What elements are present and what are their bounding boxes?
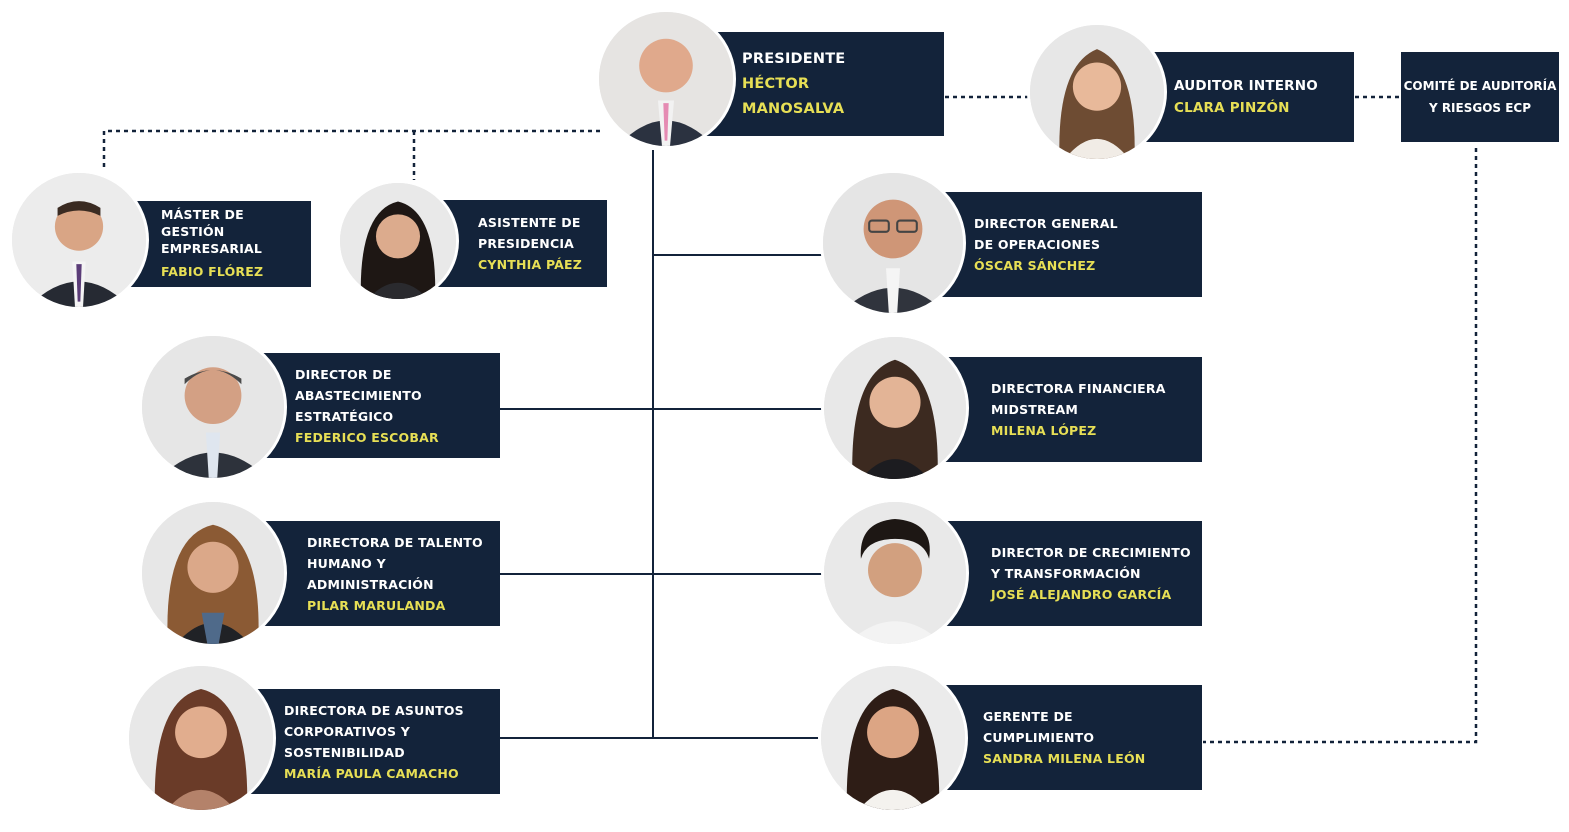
assistant-box: ASISTENTE DE PRESIDENCIA CYNTHIA PÁEZ	[436, 200, 607, 287]
compliance-photo	[818, 663, 968, 813]
corporate-name: MARÍA PAULA CAMACHO	[284, 765, 459, 781]
compliance-role: GERENTE DE CUMPLIMIENTO	[983, 709, 1095, 745]
auditor-role: AUDITOR INTERNO	[1174, 78, 1318, 94]
corporate-photo	[126, 663, 276, 813]
corporate-box: DIRECTORA DE ASUNTOS CORPORATIVOS Y SOST…	[240, 689, 500, 794]
president-photo	[596, 9, 736, 149]
finance-photo	[821, 334, 969, 482]
corporate-role: DIRECTORA DE ASUNTOS CORPORATIVOS Y SOST…	[284, 702, 464, 760]
supply-photo	[139, 333, 287, 481]
talent-role: DIRECTORA DE TALENTO HUMANO Y ADMINISTRA…	[307, 534, 483, 592]
master-box: MÁSTER DE GESTIÓN EMPRESARIAL FABIO FLÓR…	[118, 201, 311, 287]
growth-box: DIRECTOR DE CRECIMIENTO Y TRANSFORMACIÓN…	[944, 521, 1202, 626]
president-role: PRESIDENTE	[742, 50, 846, 67]
master-name: FABIO FLÓREZ	[161, 264, 264, 279]
supply-role: DIRECTOR DE ABASTECIMIENTO ESTRATÉGICO	[295, 366, 422, 424]
president-name: HÉCTOR MANOSALVA	[742, 75, 845, 117]
president-box: PRESIDENTE HÉCTOR MANOSALVA	[700, 32, 944, 136]
auditor-photo	[1027, 22, 1167, 162]
master-role: MÁSTER DE GESTIÓN EMPRESARIAL	[161, 207, 263, 256]
compliance-box: GERENTE DE CUMPLIMIENTO SANDRA MILENA LE…	[938, 685, 1202, 790]
auditor-box: AUDITOR INTERNO CLARA PINZÓN	[1140, 52, 1354, 142]
dotted-connector-compliance	[1203, 148, 1478, 744]
assistant-photo	[337, 180, 459, 302]
operations-box: DIRECTOR GENERAL DE OPERACIONES ÓSCAR SÁ…	[928, 192, 1202, 297]
growth-role: DIRECTOR DE CRECIMIENTO Y TRANSFORMACIÓN	[991, 545, 1191, 581]
talent-box: DIRECTORA DE TALENTO HUMANO Y ADMINISTRA…	[258, 521, 500, 626]
finance-role: DIRECTORA FINANCIERA MIDSTREAM	[991, 381, 1166, 417]
talent-name: PILAR MARULANDA	[307, 597, 446, 613]
talent-photo	[139, 499, 287, 647]
growth-photo	[821, 499, 969, 647]
finance-box: DIRECTORA FINANCIERA MIDSTREAM MILENA LÓ…	[944, 357, 1202, 462]
operations-photo	[820, 170, 966, 316]
assistant-name: CYNTHIA PÁEZ	[478, 257, 583, 272]
finance-name: MILENA LÓPEZ	[991, 423, 1097, 438]
operations-name: ÓSCAR SÁNCHEZ	[974, 258, 1096, 273]
auditor-name: CLARA PINZÓN	[1174, 100, 1290, 116]
supply-name: FEDERICO ESCOBAR	[295, 429, 439, 445]
operations-role: DIRECTOR GENERAL DE OPERACIONES	[974, 216, 1118, 252]
growth-name: JOSÉ ALEJANDRO GARCÍA	[991, 587, 1172, 602]
assistant-role: ASISTENTE DE PRESIDENCIA	[478, 215, 581, 251]
committee-box: COMITÉ DE AUDITORÍA Y RIESGOS ECP	[1401, 52, 1559, 142]
master-photo	[9, 170, 149, 310]
compliance-name: SANDRA MILENA LEÓN	[983, 751, 1146, 766]
dotted-connector-staff	[102, 129, 600, 170]
supply-box: DIRECTOR DE ABASTECIMIENTO ESTRATÉGICO F…	[250, 353, 500, 458]
